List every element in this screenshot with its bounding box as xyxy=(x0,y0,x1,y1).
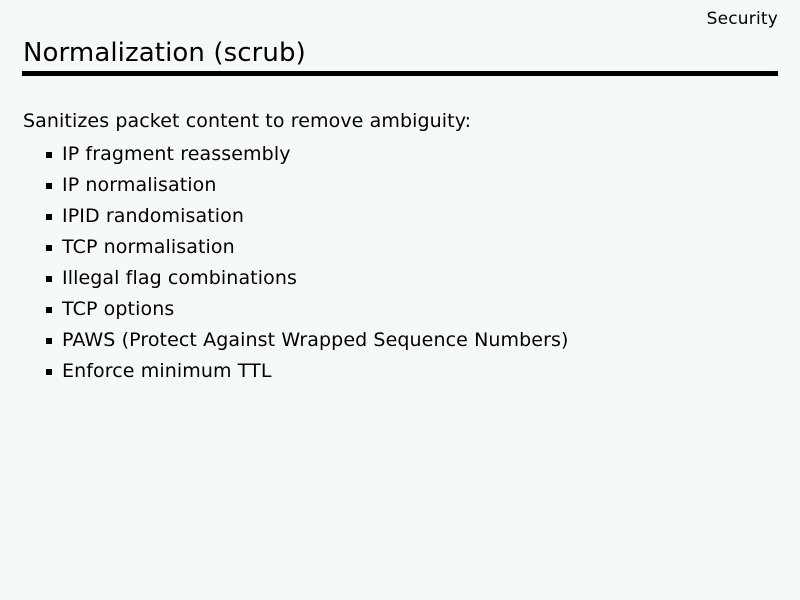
square-bullet-icon xyxy=(46,307,52,313)
bullet-list: IP fragment reassembly IP normalisation … xyxy=(23,139,780,387)
list-item: IP fragment reassembly xyxy=(46,139,780,170)
slide-body: Sanitizes packet content to remove ambig… xyxy=(23,108,780,387)
page-title: Normalization (scrub) xyxy=(23,38,306,68)
slide-running-header: Security xyxy=(706,9,778,29)
list-item: PAWS (Protect Against Wrapped Sequence N… xyxy=(46,325,780,356)
list-item: Enforce minimum TTL xyxy=(46,356,780,387)
square-bullet-icon xyxy=(46,214,52,220)
list-item: IPID randomisation xyxy=(46,201,780,232)
list-item-label: IP normalisation xyxy=(62,174,217,196)
list-item: Illegal flag combinations xyxy=(46,263,780,294)
title-divider xyxy=(22,71,778,76)
list-item-label: TCP normalisation xyxy=(62,236,235,258)
list-item-label: PAWS (Protect Against Wrapped Sequence N… xyxy=(62,329,569,351)
list-item: TCP options xyxy=(46,294,780,325)
lead-paragraph: Sanitizes packet content to remove ambig… xyxy=(23,110,472,132)
square-bullet-icon xyxy=(46,245,52,251)
list-item: IP normalisation xyxy=(46,170,780,201)
square-bullet-icon xyxy=(46,183,52,189)
list-item-label: IPID randomisation xyxy=(62,205,245,227)
square-bullet-icon xyxy=(46,276,52,282)
list-item: TCP normalisation xyxy=(46,232,780,263)
square-bullet-icon xyxy=(46,369,52,375)
list-item-label: Illegal flag combinations xyxy=(62,267,297,289)
list-item-label: IP fragment reassembly xyxy=(62,143,291,165)
list-item-label: Enforce minimum TTL xyxy=(62,360,272,382)
list-item-label: TCP options xyxy=(62,298,175,320)
square-bullet-icon xyxy=(46,338,52,344)
square-bullet-icon xyxy=(46,152,52,158)
